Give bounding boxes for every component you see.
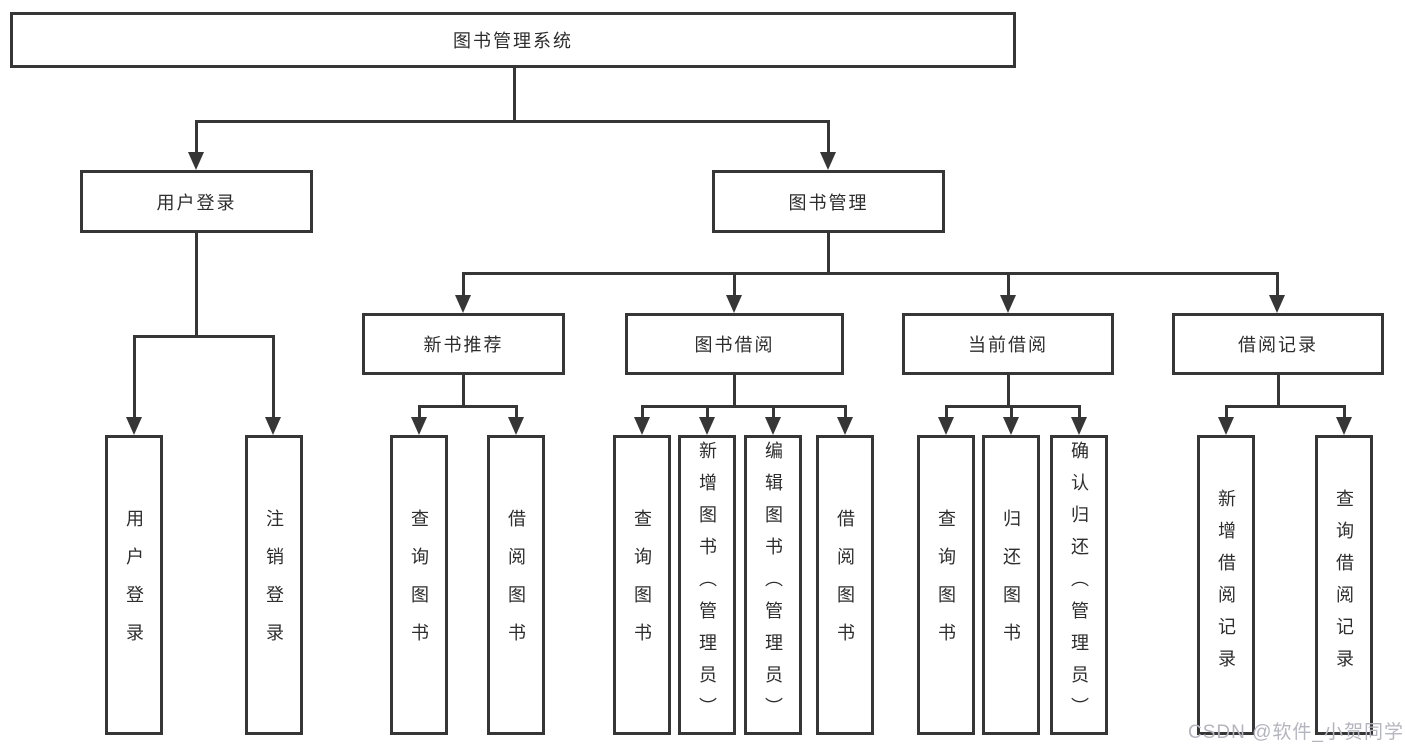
arrow-down-icon (699, 417, 715, 435)
connector-line (945, 405, 948, 420)
connector-line (195, 120, 830, 123)
arrow-down-icon (1336, 417, 1352, 435)
leaf-borrow-books-label: 借阅图书 (835, 509, 855, 661)
arrow-down-icon (455, 295, 471, 313)
arrow-down-icon (508, 417, 524, 435)
arrow-down-icon (1003, 417, 1019, 435)
node-book-management-label: 图书管理 (788, 192, 869, 213)
csdn-watermark: CSDN @软件_小贺同学 (1188, 722, 1404, 743)
connector-line (1007, 272, 1010, 298)
leaf-query-borrow-record: 查询借阅记录 (1315, 435, 1373, 735)
node-book-borrowing-label: 图书借阅 (694, 335, 775, 355)
connector-line (1276, 272, 1279, 298)
leaf-borrow-books: 借阅图书 (816, 435, 874, 735)
arrow-down-icon (726, 295, 742, 313)
leaf-logout: 注销登录 (245, 435, 303, 735)
connector-line (844, 405, 847, 420)
connector-line (772, 405, 775, 420)
connector-line (827, 233, 830, 272)
node-book-management: 图书管理 (712, 170, 945, 233)
connector-line (733, 272, 736, 298)
connector-line (513, 68, 516, 120)
connector-line (195, 120, 198, 155)
leaf-return-books: 归还图书 (982, 435, 1040, 735)
node-user-login-label: 用户登录 (156, 192, 237, 213)
leaf-add-books-admin-label: 新增图书（管理员） (697, 441, 717, 729)
connector-line (641, 405, 644, 420)
connector-line (733, 375, 736, 405)
arrow-down-icon (1218, 417, 1234, 435)
leaf-return-books-label: 归还图书 (1001, 509, 1021, 661)
arrow-down-icon (1269, 295, 1285, 313)
leaf-query-books-borrowing-label: 查询图书 (632, 509, 652, 661)
connector-line (133, 335, 275, 338)
leaf-add-borrow-record-label: 新增借阅记录 (1216, 489, 1236, 681)
node-user-login: 用户登录 (80, 170, 313, 233)
arrow-down-icon (265, 417, 281, 435)
arrow-down-icon (188, 152, 204, 170)
arrow-down-icon (765, 417, 781, 435)
leaf-query-books-current-label: 查询图书 (936, 509, 956, 661)
leaf-query-books-recommend-label: 查询图书 (409, 509, 429, 661)
leaf-borrow-books-recommend-label: 借阅图书 (506, 509, 526, 661)
connector-line (515, 405, 518, 420)
connector-line (1225, 405, 1228, 420)
arrow-down-icon (837, 417, 853, 435)
leaf-edit-books-admin-label: 编辑图书（管理员） (763, 441, 783, 729)
node-borrowing-records-label: 借阅记录 (1238, 335, 1318, 355)
connector-line (1078, 405, 1081, 420)
connector-line (1007, 375, 1010, 405)
connector-line (462, 272, 1279, 275)
root-node: 图书管理系统 (10, 12, 1016, 68)
leaf-add-borrow-record: 新增借阅记录 (1197, 435, 1255, 735)
connector-line (706, 405, 709, 420)
connector-line (1277, 375, 1280, 405)
connector-line (195, 233, 198, 335)
connector-line (827, 120, 830, 155)
leaf-query-books-recommend: 查询图书 (390, 435, 448, 735)
node-current-borrowing-label: 当前借阅 (968, 335, 1048, 355)
node-book-borrowing: 图书借阅 (625, 313, 844, 375)
arrow-down-icon (1071, 417, 1087, 435)
arrow-down-icon (126, 417, 142, 435)
connector-line (1343, 405, 1346, 420)
leaf-user-login: 用户登录 (105, 435, 163, 735)
connector-line (418, 405, 421, 420)
leaf-add-books-admin: 新增图书（管理员） (678, 435, 736, 735)
leaf-query-books-borrowing: 查询图书 (613, 435, 671, 735)
leaf-borrow-books-recommend: 借阅图书 (487, 435, 545, 735)
node-new-book-recommendation-label: 新书推荐 (423, 335, 504, 355)
leaf-logout-label: 注销登录 (264, 509, 284, 661)
arrow-down-icon (1000, 295, 1016, 313)
leaf-user-login-label: 用户登录 (124, 509, 144, 661)
connector-line (133, 335, 136, 420)
connector-line (1225, 405, 1345, 408)
arrow-down-icon (820, 152, 836, 170)
root-node-label: 图书管理系统 (453, 31, 573, 51)
connector-line (462, 375, 465, 405)
connector-line (272, 335, 275, 420)
node-borrowing-records: 借阅记录 (1172, 313, 1384, 375)
leaf-edit-books-admin: 编辑图书（管理员） (744, 435, 802, 735)
connector-line (462, 272, 465, 298)
connector-line (418, 405, 518, 408)
arrow-down-icon (411, 417, 427, 435)
leaf-query-borrow-record-label: 查询借阅记录 (1334, 489, 1354, 681)
node-new-book-recommendation: 新书推荐 (362, 313, 565, 375)
leaf-confirm-return-admin: 确认归还（管理员） (1050, 435, 1108, 735)
connector-line (1010, 405, 1013, 420)
arrow-down-icon (634, 417, 650, 435)
node-current-borrowing: 当前借阅 (902, 313, 1114, 375)
leaf-query-books-current: 查询图书 (917, 435, 975, 735)
connector-line (641, 405, 846, 408)
leaf-confirm-return-admin-label: 确认归还（管理员） (1069, 441, 1089, 729)
arrow-down-icon (938, 417, 954, 435)
